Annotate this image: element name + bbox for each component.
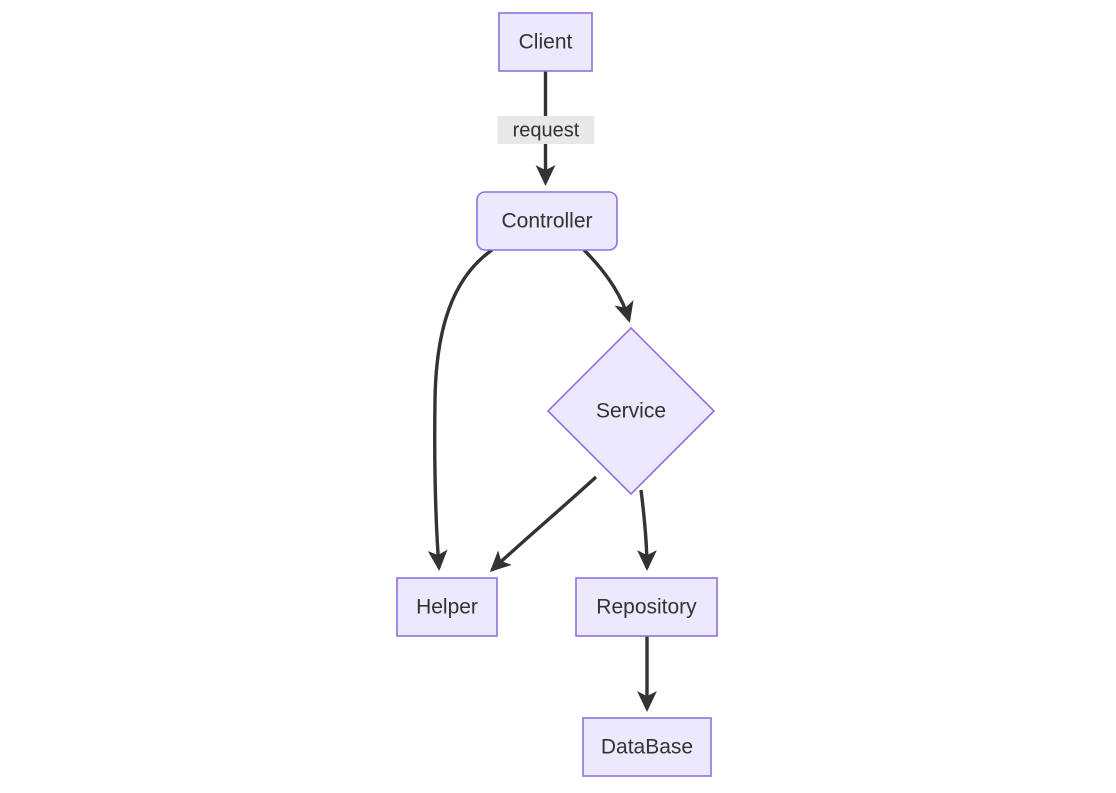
node-database-label: DataBase (601, 736, 693, 759)
edges-layer (427, 71, 657, 712)
node-database[interactable]: DataBase (582, 717, 712, 777)
node-controller-label: Controller (501, 210, 592, 233)
node-service[interactable]: Service (546, 326, 716, 496)
node-helper-label: Helper (416, 596, 478, 619)
node-repository-label: Repository (596, 596, 697, 619)
node-client-label: Client (519, 31, 573, 54)
node-controller-shape[interactable] (476, 191, 618, 251)
node-service-label: Service (596, 400, 666, 423)
edge-service-to-repository (637, 489, 657, 571)
edge-service-to-helper (489, 475, 598, 573)
edge-labels-layer: request (497, 116, 595, 144)
edge-controller-to-service (582, 248, 634, 323)
node-service-shape[interactable] (546, 326, 716, 496)
node-repository[interactable]: Repository (575, 577, 718, 637)
nodes-layer: Client Controller Service Helper Reposit… (396, 12, 718, 777)
edge-label-request: request (513, 119, 580, 141)
node-helper[interactable]: Helper (396, 577, 498, 637)
node-client[interactable]: Client (498, 12, 593, 72)
node-repository-shape[interactable] (575, 577, 718, 637)
node-helper-shape[interactable] (396, 577, 498, 637)
request-label-background (497, 116, 595, 144)
node-database-shape[interactable] (582, 717, 712, 777)
edge-controller-to-helper (427, 248, 493, 571)
node-controller[interactable]: Controller (476, 191, 618, 251)
node-client-shape[interactable] (498, 12, 593, 72)
